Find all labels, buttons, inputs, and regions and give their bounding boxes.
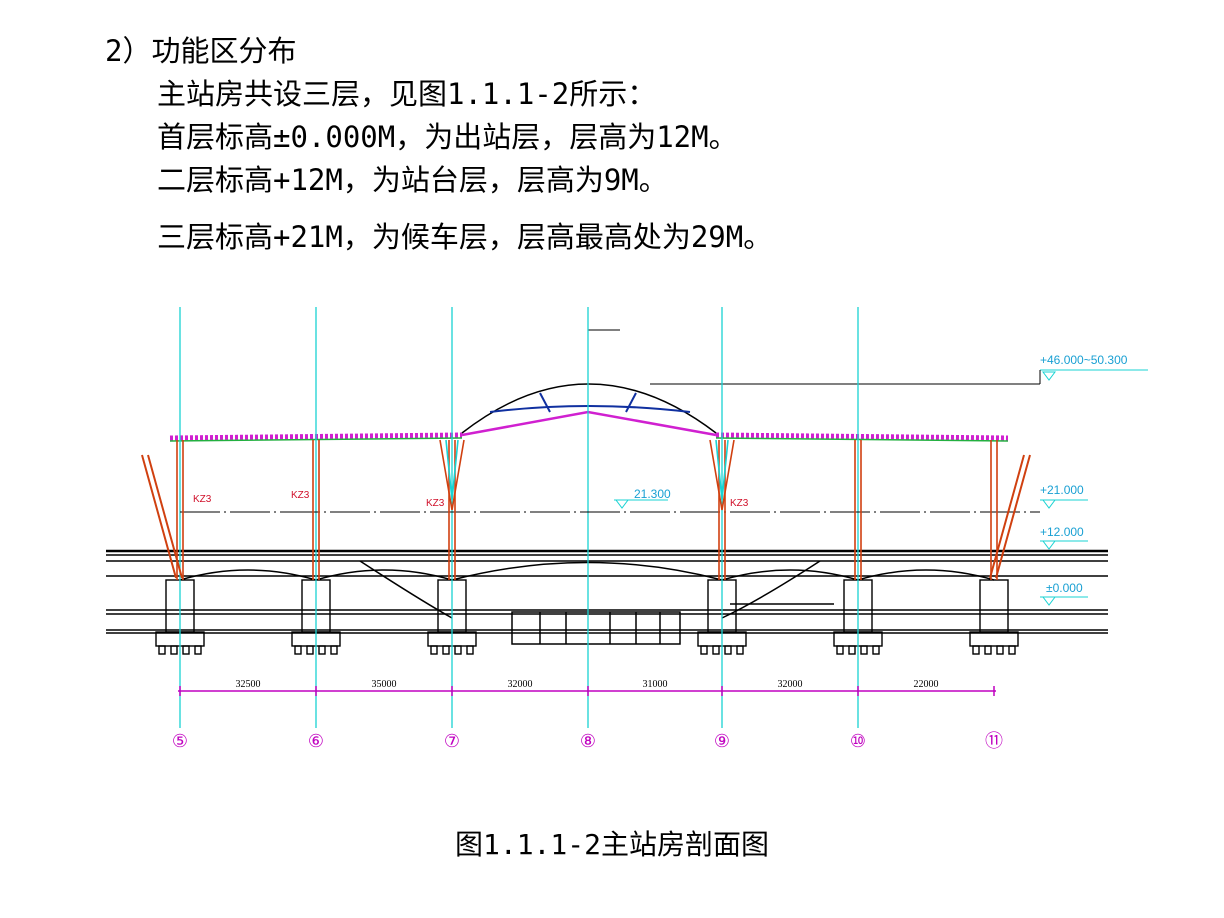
elevation-label: ±0.000 [1046, 581, 1083, 595]
span-dimension-label: 22000 [914, 679, 939, 690]
column-tag: KZ3 [730, 498, 749, 509]
column-footings [155, 579, 1019, 655]
span-dimension-label: 32000 [778, 679, 803, 690]
section-heading: 2）功能区分布 [105, 34, 297, 68]
column-tags: KZ3 KZ3 KZ3 KZ3 [193, 490, 749, 509]
axis-bubble: ⑪ [985, 731, 1003, 752]
elevation-label: +12.000 [1040, 525, 1084, 539]
column [709, 439, 735, 580]
column [439, 439, 465, 580]
paragraph-line-4: 三层标高+21M，为候车层，层高最高处为29M。 [157, 220, 773, 254]
figure-caption: 图1.1.1-2主站房剖面图 [454, 828, 769, 861]
footing [969, 579, 1019, 655]
axis-bubbles: ⑤ ⑥ ⑦ ⑧ ⑨ ⑩ ⑪ [172, 731, 1003, 752]
columns [176, 439, 998, 580]
axis-bubble: ⑥ [308, 731, 324, 752]
span-dimension-label: 32500 [236, 679, 261, 690]
paragraph-line-1: 主站房共设三层，见图1.1.1-2所示： [157, 77, 657, 111]
axis-bubble: ⑩ [850, 731, 866, 752]
axis-grid-lines [179, 307, 859, 728]
axis-bubble: ⑧ [580, 731, 596, 752]
span-dimension-label: 32000 [508, 679, 533, 690]
paragraph-line-3: 二层标高+12M，为站台层，层高为9M。 [157, 163, 668, 197]
elevation-label: +21.000 [1040, 483, 1084, 497]
span-dimension-label: 35000 [372, 679, 397, 690]
side-braces [141, 454, 1031, 579]
span-dimensions: 32500 35000 32000 31000 32000 22000 [178, 679, 996, 696]
elevation-label: 21.300 [634, 487, 671, 501]
axis-bubble: ⑤ [172, 731, 188, 752]
column [312, 440, 320, 580]
paragraph-line-2: 首层标高±0.000M，为出站层，层高为12M。 [157, 120, 738, 154]
function-zone-text: 2）功能区分布 主站房共设三层，见图1.1.1-2所示： 首层标高±0.000M… [105, 30, 772, 259]
column [854, 440, 862, 580]
axis-bubble: ⑦ [444, 731, 460, 752]
column-tag: KZ3 [291, 490, 310, 501]
span-dimension-label: 31000 [643, 679, 668, 690]
column-tag: KZ3 [426, 498, 445, 509]
column [990, 440, 998, 580]
roof-structure [169, 320, 1148, 442]
substructure [106, 549, 1108, 645]
column-tag: KZ3 [193, 494, 212, 505]
elevation-markers: +46.000~50.300 +21.000 +12.000 ±0.000 21… [614, 353, 1128, 606]
axis-bubble: ⑨ [714, 731, 730, 752]
elevation-label: +46.000~50.300 [1040, 353, 1128, 367]
